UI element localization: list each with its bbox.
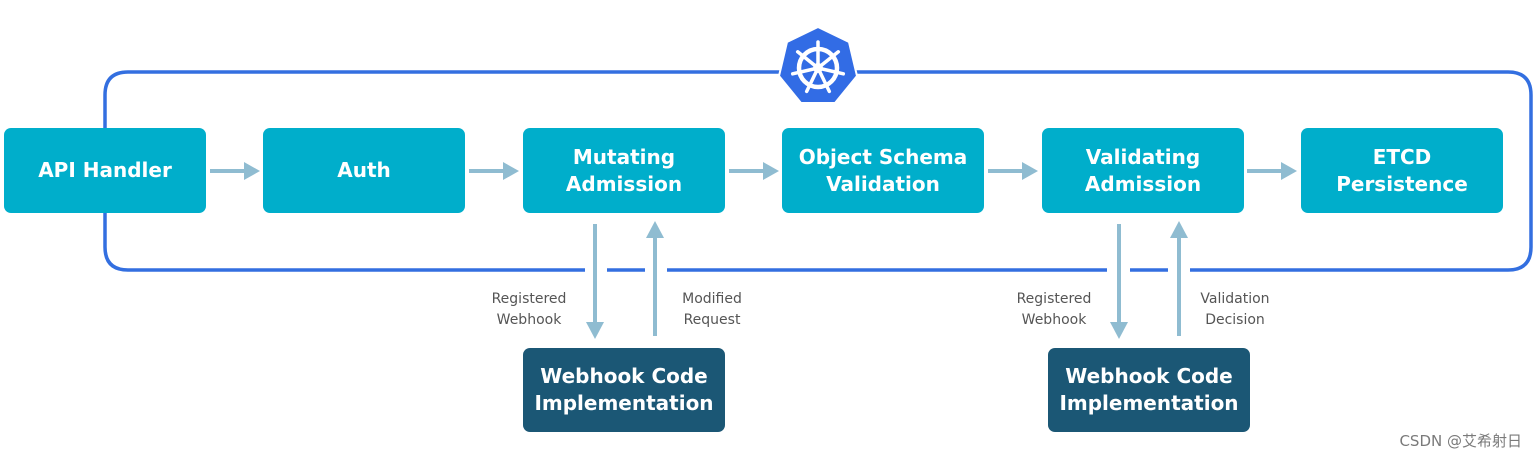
stage-label: Object Schema Validation <box>798 144 968 196</box>
caption-registered-webhook-mutating: Registered Webhook <box>491 291 567 328</box>
watermark: CSDN @艾希射日 <box>1399 432 1522 450</box>
webhook-implementation-validating: Webhook Code Implementation <box>1048 348 1250 432</box>
arrow-validating-up <box>1170 221 1188 336</box>
arrow-api-to-auth <box>210 162 260 180</box>
stage-label: Auth <box>337 158 391 182</box>
webhook-implementation-mutating: Webhook Code Implementation <box>523 348 725 432</box>
caption-registered-webhook-validating: Registered Webhook <box>1016 291 1092 328</box>
caption-modified-request: Modified Request <box>682 291 742 328</box>
arrow-mutating-up <box>646 221 664 336</box>
webhook-arrows <box>586 221 1188 339</box>
arrow-auth-to-mutating <box>469 162 519 180</box>
loop-bottom-left-segment <box>103 212 585 272</box>
stage-mutating-admission: Mutating Admission <box>523 128 725 213</box>
stage-label: API Handler <box>38 158 172 182</box>
request-loop <box>103 70 1533 272</box>
arrow-validating-down <box>1110 224 1128 339</box>
stage-object-schema-validation: Object Schema Validation <box>782 128 984 213</box>
arrow-schema-to-validating <box>988 162 1038 180</box>
stage-label: Mutating Admission <box>565 144 683 196</box>
loop-top-left-segment <box>103 70 785 130</box>
impl-label: Webhook Code Implementation <box>1059 364 1239 415</box>
impl-label: Webhook Code Implementation <box>534 364 714 415</box>
stage-validating-admission: Validating Admission <box>1042 128 1244 213</box>
arrow-validating-to-etcd <box>1247 162 1297 180</box>
arrow-mutating-down <box>586 224 604 339</box>
stage-arrows <box>210 162 1297 180</box>
arrow-mutating-to-schema <box>729 162 779 180</box>
kubernetes-helm-wheel-icon <box>777 25 859 104</box>
loop-right-segment <box>850 70 1533 272</box>
stage-api-handler: API Handler <box>4 128 206 213</box>
stage-etcd-persistence: ETCD Persistence <box>1301 128 1503 213</box>
stage-auth: Auth <box>263 128 465 213</box>
stage-label: Validating Admission <box>1084 144 1202 196</box>
caption-validation-decision: Validation Decision <box>1200 291 1270 328</box>
stage-label: ETCD Persistence <box>1336 144 1468 196</box>
